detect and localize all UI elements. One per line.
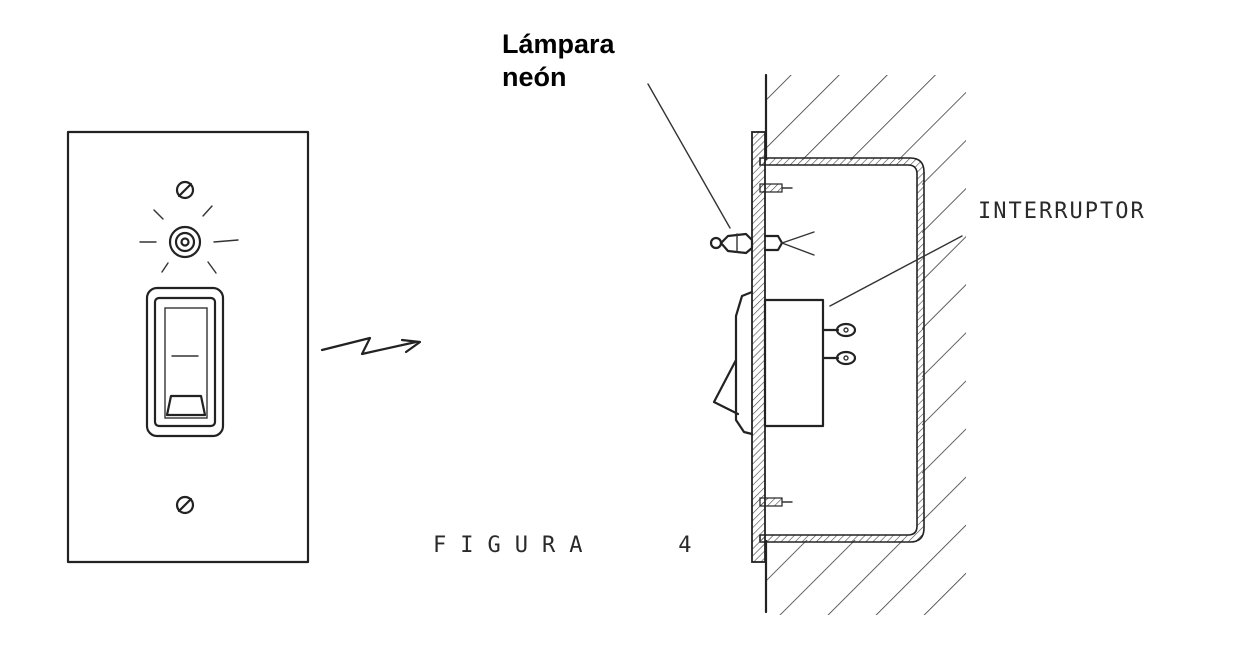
- lamp-leader-line: [647, 83, 731, 229]
- lamp-label-line2: neón: [502, 62, 567, 92]
- switch-label: INTERRUPTOR: [978, 199, 1146, 224]
- upper-mounting-screw-icon: [759, 183, 793, 193]
- top-screw-icon: [175, 180, 195, 200]
- rocker-switch-side-icon: [712, 290, 857, 436]
- bottom-screw-icon: [175, 495, 195, 515]
- switch-leader-line: [829, 235, 963, 307]
- neon-lamp-side-icon: [709, 231, 815, 256]
- wall-plate-front-view: [66, 130, 310, 564]
- rocker-switch-front-icon: [145, 286, 225, 438]
- figure-caption: FIGURA 4: [433, 533, 705, 558]
- zigzag-arrow-icon: [320, 336, 422, 356]
- wall-plate-outline: [66, 130, 310, 564]
- lamp-label-line1: Lámpara: [502, 29, 616, 59]
- wall-cross-section: [647, 73, 966, 615]
- neon-lamp-front-icon: [139, 205, 239, 274]
- lower-mounting-screw-icon: [759, 497, 793, 507]
